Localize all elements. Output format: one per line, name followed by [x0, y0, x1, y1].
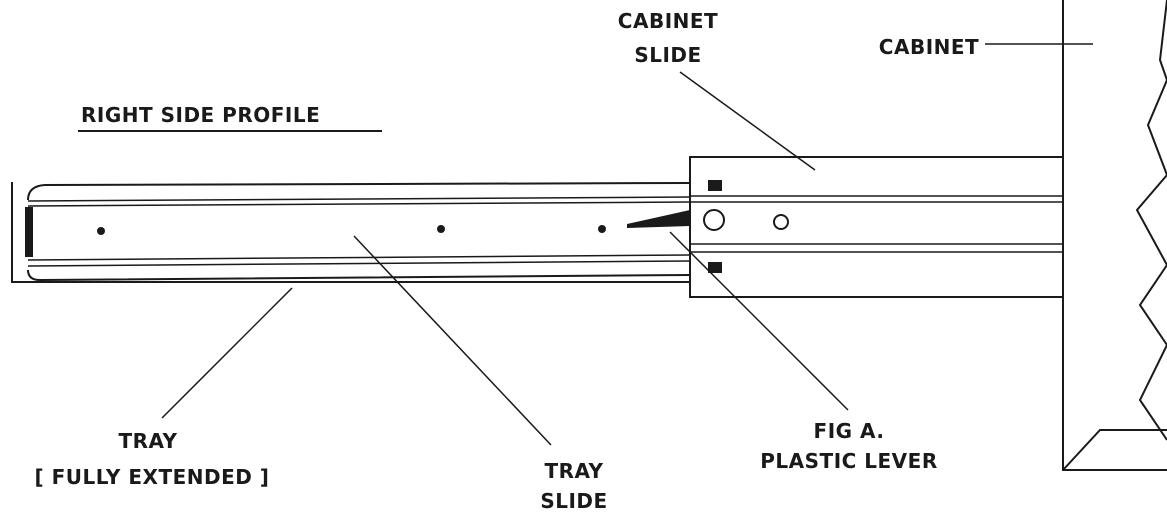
slot-bottom — [708, 262, 722, 273]
label-tray-line1: TRAY — [118, 429, 177, 453]
diagram-title: RIGHT SIDE PROFILE — [81, 103, 320, 127]
leader-tray-slide — [353, 235, 552, 446]
cabinet-slide — [689, 156, 1064, 298]
end-stop — [25, 207, 33, 257]
tray-slide — [25, 182, 691, 282]
leader-tray — [161, 287, 293, 419]
tray-hole-2 — [437, 225, 445, 233]
plastic-lever — [627, 210, 690, 228]
tray-hole-3 — [598, 225, 606, 233]
label-cabinet-slide-line1: CABINET — [618, 9, 718, 33]
label-tray-slide-line2: SLIDE — [540, 489, 607, 513]
tray — [11, 182, 690, 283]
tray-hole-1 — [97, 227, 105, 235]
label-tray-line2: [ FULLY EXTENDED ] — [35, 465, 270, 489]
leader-cabinet-slide — [679, 71, 816, 171]
label-fig-a: FIG A. — [814, 419, 885, 443]
slot-top — [708, 180, 722, 191]
label-cabinet: CABINET — [879, 35, 979, 59]
label-plastic-lever: PLASTIC LEVER — [760, 449, 937, 473]
rivet-large — [703, 209, 725, 231]
leader-plastic-lever — [669, 231, 849, 411]
rivet-small — [773, 214, 789, 230]
cabinet-wall — [1062, 0, 1167, 471]
label-tray-slide-line1: TRAY — [544, 459, 603, 483]
label-cabinet-slide-line2: SLIDE — [634, 43, 701, 67]
